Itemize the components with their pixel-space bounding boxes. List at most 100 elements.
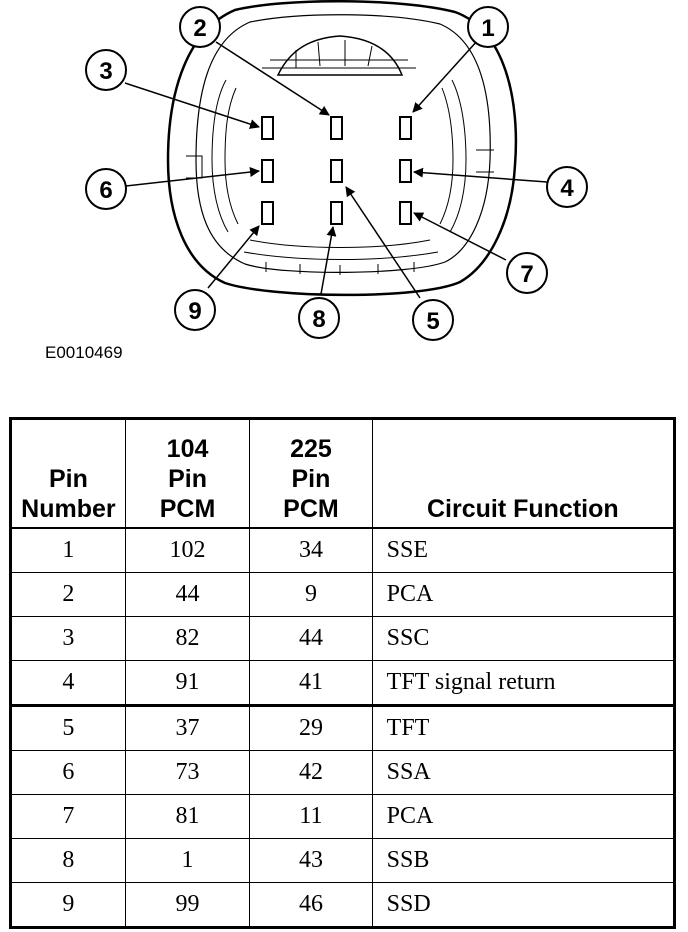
connector-outer-shell xyxy=(166,0,518,297)
figure-id: E0010469 xyxy=(45,343,123,362)
header-104-pin-pcm: 104 Pin PCM xyxy=(124,418,251,529)
pin-8-terminal xyxy=(330,201,343,225)
cell-pin: 8 xyxy=(10,838,126,883)
pin-7-terminal xyxy=(399,201,412,225)
table-row: 5 37 29 TFT xyxy=(10,704,676,751)
cell-function: PCA xyxy=(371,572,676,617)
leader-arrows xyxy=(124,39,548,299)
header-104-line: Pin xyxy=(168,465,207,493)
cell-225-pin: 42 xyxy=(249,750,373,795)
cell-function: SSE xyxy=(371,527,676,573)
header-225-pin-pcm: 225 Pin PCM xyxy=(249,418,373,529)
cell-104-pin: 82 xyxy=(124,616,251,661)
cell-225-pin: 11 xyxy=(249,794,373,839)
cell-pin: 2 xyxy=(10,572,126,617)
arrow-5 xyxy=(345,186,421,299)
header-pin-number: Pin Number xyxy=(10,418,126,529)
callouts: 1 2 3 4 5 6 7 8 xyxy=(85,6,588,341)
pin-1-terminal xyxy=(399,116,412,140)
arrow-3 xyxy=(124,82,260,129)
table-row: 6 73 42 SSA xyxy=(10,750,676,795)
arrow-1 xyxy=(412,39,479,113)
cell-225-pin: 34 xyxy=(249,527,373,573)
callout-5-label: 5 xyxy=(426,308,439,335)
header-225-line: 225 xyxy=(290,435,332,463)
cell-225-pin: 29 xyxy=(249,704,373,751)
cell-225-pin: 41 xyxy=(249,660,373,706)
cell-function: SSC xyxy=(371,616,676,661)
connector-diagram: 1 2 3 4 5 6 7 8 xyxy=(85,0,588,341)
callout-7: 7 xyxy=(506,252,548,294)
pin-2-terminal xyxy=(330,116,343,140)
connector-body xyxy=(166,0,518,297)
callout-9: 9 xyxy=(174,289,216,331)
cell-104-pin: 99 xyxy=(124,882,251,928)
cell-function: SSA xyxy=(371,750,676,795)
cell-function: TFT xyxy=(371,704,676,751)
callout-4: 4 xyxy=(546,166,588,208)
arrow-2 xyxy=(215,41,330,116)
cell-pin: 9 xyxy=(10,882,126,928)
header-circuit-function: Circuit Function xyxy=(371,418,676,529)
callout-2-label: 2 xyxy=(193,15,206,42)
pin-terminals xyxy=(261,116,412,225)
arrow-7 xyxy=(413,212,507,261)
callout-2: 2 xyxy=(179,6,221,48)
cell-225-pin: 43 xyxy=(249,838,373,883)
arrow-4 xyxy=(413,167,548,183)
cell-function: SSB xyxy=(371,838,676,883)
cell-104-pin: 73 xyxy=(124,750,251,795)
callout-3-label: 3 xyxy=(99,58,112,85)
table-row: 3 82 44 SSC xyxy=(10,616,676,661)
callout-5: 5 xyxy=(412,299,454,341)
callout-6: 6 xyxy=(85,168,127,210)
callout-3: 3 xyxy=(85,49,127,91)
arrow-9 xyxy=(207,225,260,289)
header-pin-number-line: Number xyxy=(21,495,116,523)
cell-104-pin: 44 xyxy=(124,572,251,617)
callout-7-label: 7 xyxy=(520,261,533,288)
cell-pin: 1 xyxy=(10,527,126,573)
connector-inner-shell xyxy=(195,14,491,274)
cell-104-pin: 1 xyxy=(124,838,251,883)
pin-6-terminal xyxy=(261,159,274,183)
cell-function: TFT signal return xyxy=(371,660,676,706)
pin-4-terminal xyxy=(399,159,412,183)
callout-1-label: 1 xyxy=(481,15,494,42)
arrow-6 xyxy=(125,167,260,187)
cell-225-pin: 46 xyxy=(249,882,373,928)
cell-104-pin: 81 xyxy=(124,794,251,839)
cell-225-pin: 44 xyxy=(249,616,373,661)
cell-104-pin: 91 xyxy=(124,660,251,706)
cell-225-pin: 9 xyxy=(249,572,373,617)
cell-function: PCA xyxy=(371,794,676,839)
pin-table: Pin Number 104 Pin PCM 225 Pin PCM Circu… xyxy=(9,417,676,929)
cell-pin: 4 xyxy=(10,660,126,706)
header-225-line: PCM xyxy=(283,495,339,523)
header-104-line: 104 xyxy=(166,435,209,463)
cell-pin: 7 xyxy=(10,794,126,839)
cell-function: SSD xyxy=(371,882,676,928)
callout-4-label: 4 xyxy=(560,175,574,202)
cell-104-pin: 102 xyxy=(124,527,251,573)
cell-pin: 3 xyxy=(10,616,126,661)
header-pin-number-line: Pin xyxy=(48,465,88,493)
table-row: 7 81 11 PCA xyxy=(10,794,676,839)
table-row: 4 91 41 TFT signal return xyxy=(10,660,676,706)
callout-8: 8 xyxy=(298,297,340,339)
pin-3-terminal xyxy=(261,116,274,140)
table-header-row: Pin Number 104 Pin PCM 225 Pin PCM Circu… xyxy=(10,418,676,529)
header-104-line: PCM xyxy=(159,495,216,523)
table-row: 8 1 43 SSB xyxy=(10,838,676,883)
header-225-line: Pin xyxy=(291,465,331,493)
connector-latch xyxy=(276,35,404,76)
cell-104-pin: 37 xyxy=(124,704,251,751)
callout-1: 1 xyxy=(467,6,509,48)
table-row: 2 44 9 PCA xyxy=(10,572,676,617)
table-row: 9 99 46 SSD xyxy=(10,882,676,928)
pin-9-terminal xyxy=(261,201,274,225)
cell-pin: 6 xyxy=(10,750,126,795)
arrow-8 xyxy=(320,226,337,295)
callout-6-label: 6 xyxy=(99,177,112,204)
pin-5-terminal xyxy=(330,159,343,183)
